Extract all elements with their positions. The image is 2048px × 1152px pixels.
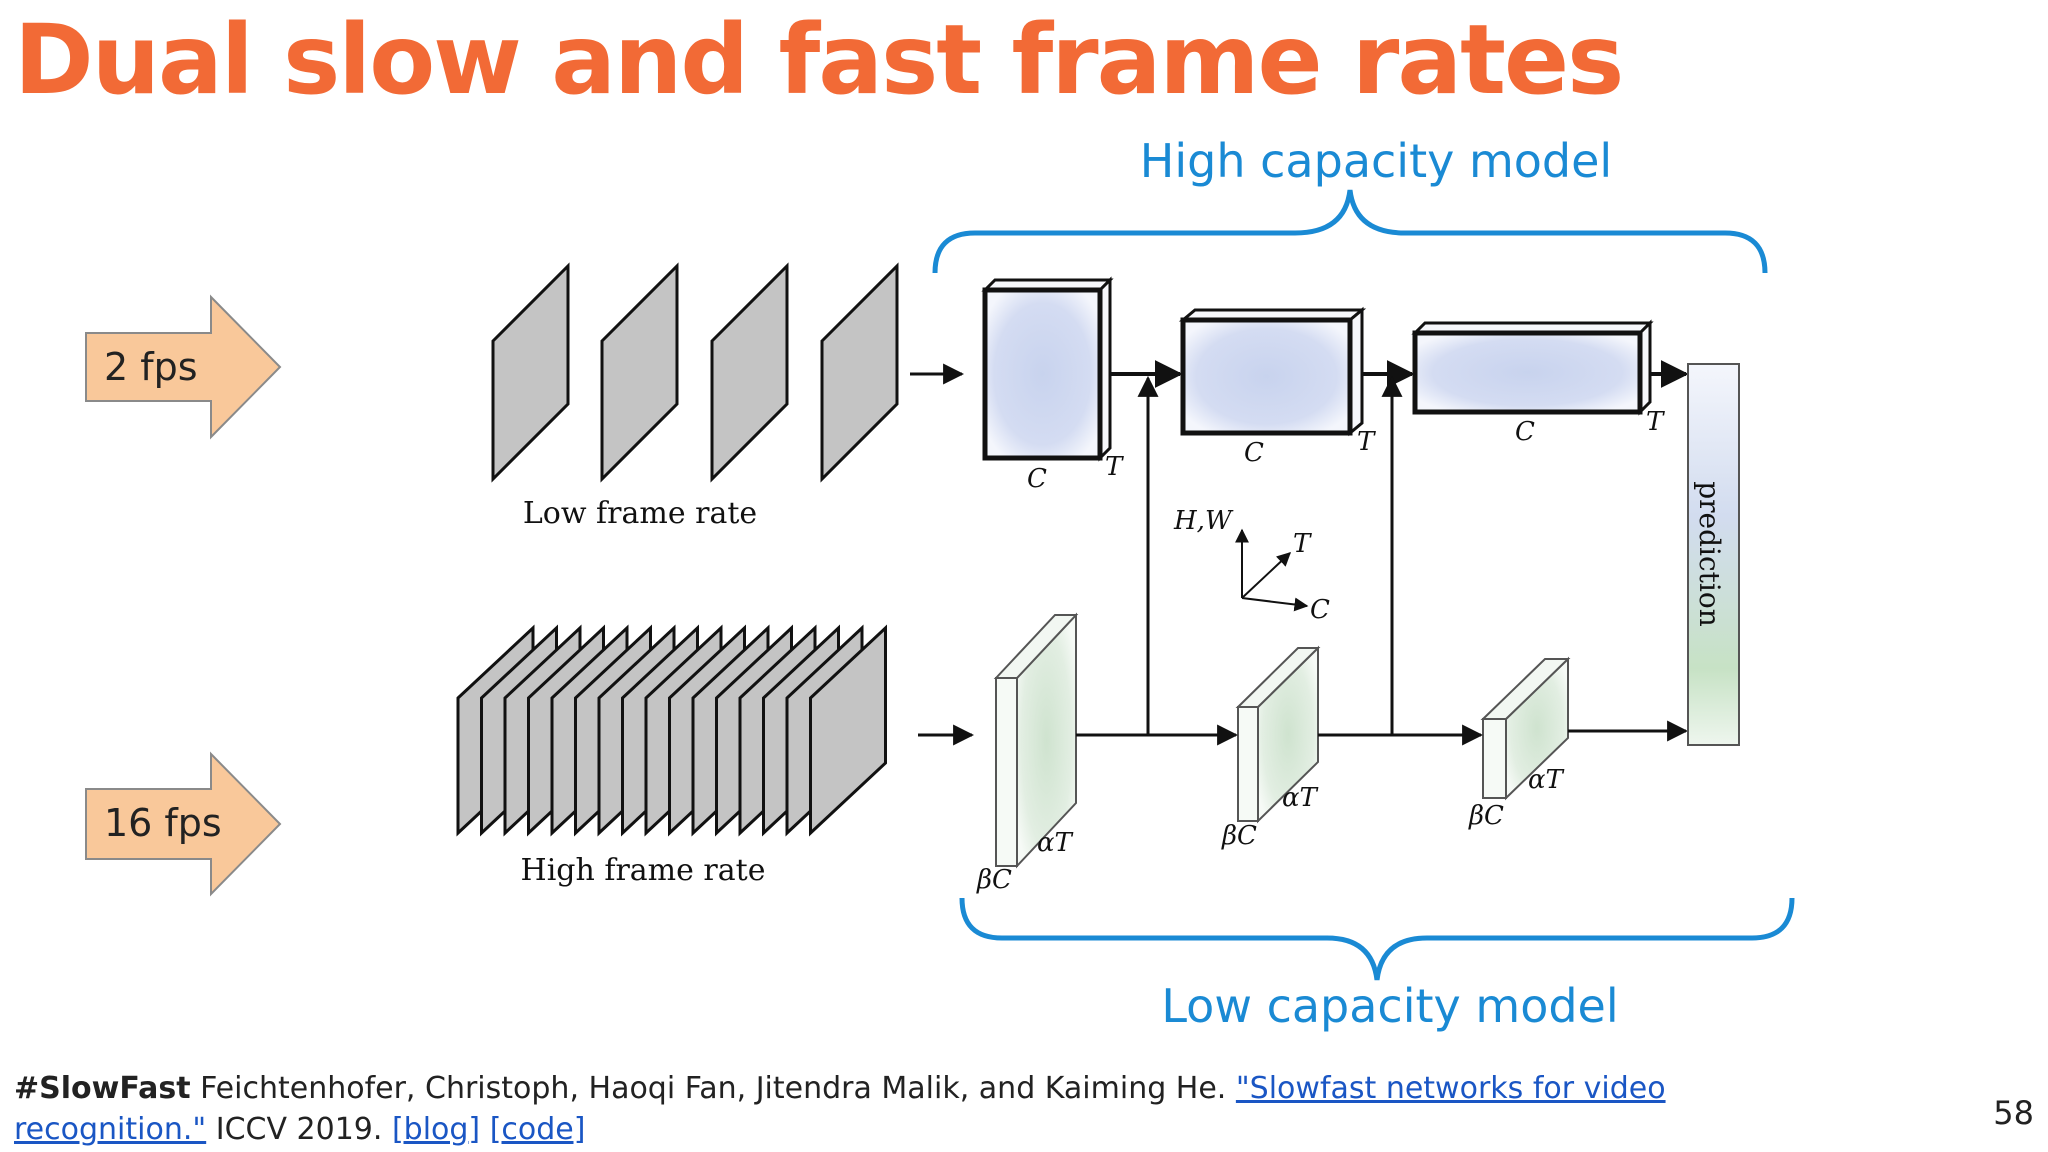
prediction-label: prediction (1693, 481, 1726, 627)
high-frame-rate-label: High frame rate (521, 853, 766, 888)
low-frame-4 (820, 262, 899, 483)
fast-block-1-c-label: βC (976, 865, 1012, 895)
citation-tag: #SlowFast (14, 1071, 191, 1106)
input-arrow-16fps (85, 751, 282, 897)
axis-indicator (1235, 528, 1309, 612)
high-capacity-label: High capacity model (1140, 134, 1612, 188)
fast-block-1-t-label: αT (1037, 828, 1074, 858)
citation-venue: ICCV 2019. (206, 1112, 392, 1147)
slow-block-2-c-label: C (1244, 438, 1264, 468)
paper-link[interactable]: "Slowfast networks for video recognition… (14, 1071, 1666, 1147)
slow-block-2 (1178, 306, 1367, 437)
low-frame-3 (710, 262, 789, 483)
input-label-16fps: 16 fps (104, 801, 222, 845)
fast-block-2-t-label: αT (1282, 783, 1319, 813)
high-frame-rate-frames (456, 624, 887, 837)
low-capacity-label: Low capacity model (1161, 979, 1618, 1033)
prediction-block (1687, 363, 1740, 746)
slow-block-1-t-label: T (1105, 452, 1124, 482)
input-label-2fps: 2 fps (104, 345, 198, 389)
high-capacity-bracket (932, 189, 1768, 274)
blog-link[interactable]: [blog] (391, 1112, 481, 1147)
fast-block-1 (993, 612, 1079, 869)
input-arrow-2fps (85, 294, 282, 440)
fast-block-3-c-label: βC (1468, 801, 1504, 831)
slow-block-3-c-label: C (1515, 417, 1535, 447)
slow-block-1 (981, 276, 1114, 462)
page-number: 58 (1993, 1094, 2034, 1132)
low-frame-2 (600, 262, 679, 483)
axis-label-hw: H,W (1173, 506, 1234, 536)
low-frame-rate-frames (491, 262, 899, 483)
fast-block-3-t-label: αT (1528, 765, 1565, 795)
slow-block-2-t-label: T (1357, 427, 1376, 457)
slow-block-1-c-label: C (1027, 464, 1047, 494)
low-capacity-bracket (959, 897, 1795, 981)
slide-title: Dual slow and fast frame rates (14, 4, 1624, 116)
slow-block-3-t-label: T (1646, 407, 1665, 437)
axis-label-c: C (1310, 595, 1330, 625)
citation: #SlowFast Feichtenhofer, Christoph, Haoq… (14, 1068, 1774, 1150)
code-link[interactable]: [code] (489, 1112, 586, 1147)
fast-block-2 (1235, 645, 1321, 824)
citation-authors: Feichtenhofer, Christoph, Haoqi Fan, Jit… (190, 1071, 1236, 1106)
high-frame-16 (809, 624, 887, 837)
fast-block-2-c-label: βC (1221, 821, 1257, 851)
low-frame-1 (491, 262, 570, 483)
axis-label-t: T (1293, 529, 1312, 559)
fast-block-3 (1480, 656, 1571, 801)
slow-block-3 (1411, 319, 1654, 416)
low-frame-rate-label: Low frame rate (523, 496, 757, 531)
